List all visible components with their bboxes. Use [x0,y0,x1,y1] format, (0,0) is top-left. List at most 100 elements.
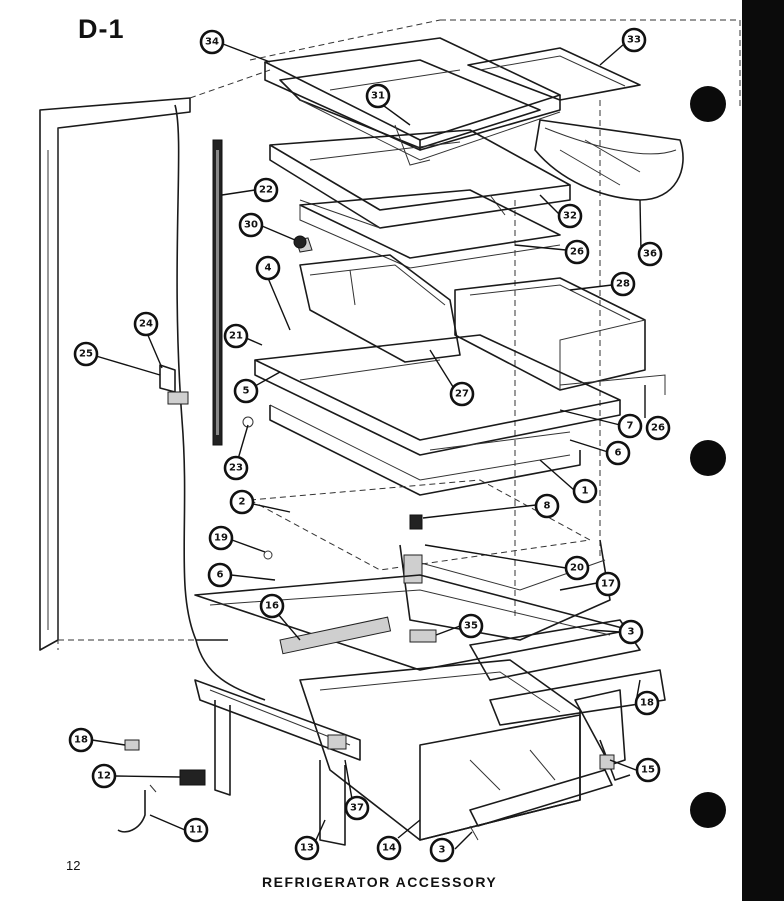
svg-text:4: 4 [265,263,272,274]
page-title: D-1 [78,14,125,44]
svg-text:30: 30 [244,220,258,231]
callout-8: 8 [534,493,560,519]
svg-text:33: 33 [627,35,641,46]
binding-edge [742,0,784,901]
svg-text:15: 15 [641,765,655,776]
callout-30: 30 [238,212,264,238]
svg-text:22: 22 [259,185,273,196]
callout-20: 20 [564,555,590,581]
small-hardware [117,235,307,833]
callout-33: 33 [621,27,647,53]
svg-text:20: 20 [570,563,584,574]
curved-door-bin [534,119,684,201]
svg-text:19: 19 [214,533,228,544]
svg-text:35: 35 [464,621,478,632]
top-shelf-frame [264,37,561,166]
svg-text:18: 18 [640,698,654,709]
punch-hole-top [690,86,726,122]
callout-22: 22 [253,177,279,203]
page-number: 12 [66,858,81,873]
callout-16: 16 [259,593,285,619]
callout-1: 1 [572,478,598,504]
right-slide-rail [574,689,631,781]
svg-text:12: 12 [97,771,111,782]
callout-12: 12 [91,763,117,789]
callout-24: 24 [133,311,159,337]
callout-18-left: 18 [68,727,94,753]
svg-text:8: 8 [544,501,551,512]
cabinet-liner [39,69,271,701]
svg-text:11: 11 [189,825,203,836]
svg-text:26: 26 [570,247,584,258]
callout-28: 28 [610,271,636,297]
leader-lines [91,43,646,850]
diagram-caption: REFRIGERATOR ACCESSORY [262,874,498,890]
callout-3-upper: 3 [618,619,644,645]
left-slide-rail [194,679,361,846]
svg-text:3: 3 [628,627,635,638]
callout-23: 23 [223,455,249,481]
svg-text:25: 25 [79,349,93,360]
callout-35: 35 [458,613,484,639]
callout-19: 19 [208,525,234,551]
callout-15: 15 [635,757,661,783]
cover-plate [467,47,641,101]
crisper-drawer [454,277,646,391]
svg-text:5: 5 [243,386,250,397]
callout-21: 21 [223,323,249,349]
callout-25: 25 [73,341,99,367]
callout-3-lower: 3 [429,837,455,863]
glass-shelf [254,334,666,496]
second-shelf [269,129,571,229]
svg-text:17: 17 [601,579,615,590]
svg-text:37: 37 [350,803,364,814]
callout-18-right: 18 [634,690,660,716]
svg-text:3: 3 [439,845,446,856]
svg-text:27: 27 [455,389,469,400]
callout-34: 34 [199,29,225,55]
callout-32: 32 [557,203,583,229]
svg-text:31: 31 [371,91,385,102]
bottom-drawer [299,659,666,841]
svg-text:24: 24 [139,319,153,330]
callout-27: 27 [449,381,475,407]
svg-text:36: 36 [643,249,657,260]
svg-text:13: 13 [300,843,314,854]
svg-text:32: 32 [563,211,577,222]
cabinet-dashed-outline [249,19,741,620]
svg-text:6: 6 [217,570,224,581]
svg-text:21: 21 [229,331,243,342]
svg-text:18: 18 [74,735,88,746]
svg-text:28: 28 [616,279,630,290]
callout-7: 7 [617,413,643,439]
svg-text:7: 7 [627,421,634,432]
svg-text:2: 2 [239,497,246,508]
svg-text:26: 26 [651,423,665,434]
callout-13: 13 [294,835,320,861]
bottom-frame [194,574,641,681]
punch-hole-bottom [690,792,726,828]
callout-26-upper: 26 [564,239,590,265]
svg-text:34: 34 [205,37,219,48]
callout-26-lower: 26 [645,415,671,441]
callout-6-right: 6 [605,440,631,466]
svg-text:14: 14 [382,843,396,854]
third-shelf [299,189,561,269]
callout-17: 17 [595,571,621,597]
callout-37: 37 [344,795,370,821]
svg-text:16: 16 [265,601,279,612]
svg-text:23: 23 [229,463,243,474]
callout-5: 5 [233,378,259,404]
callout-36: 36 [637,241,663,267]
callout-6-left: 6 [207,562,233,588]
callout-31: 31 [365,83,391,109]
svg-text:6: 6 [615,448,622,459]
vertical-rail [212,139,223,446]
callout-2: 2 [229,489,255,515]
meat-drawer [295,237,461,363]
callout-14: 14 [376,835,402,861]
punch-hole-middle [690,440,726,476]
callout-4: 4 [255,255,281,281]
